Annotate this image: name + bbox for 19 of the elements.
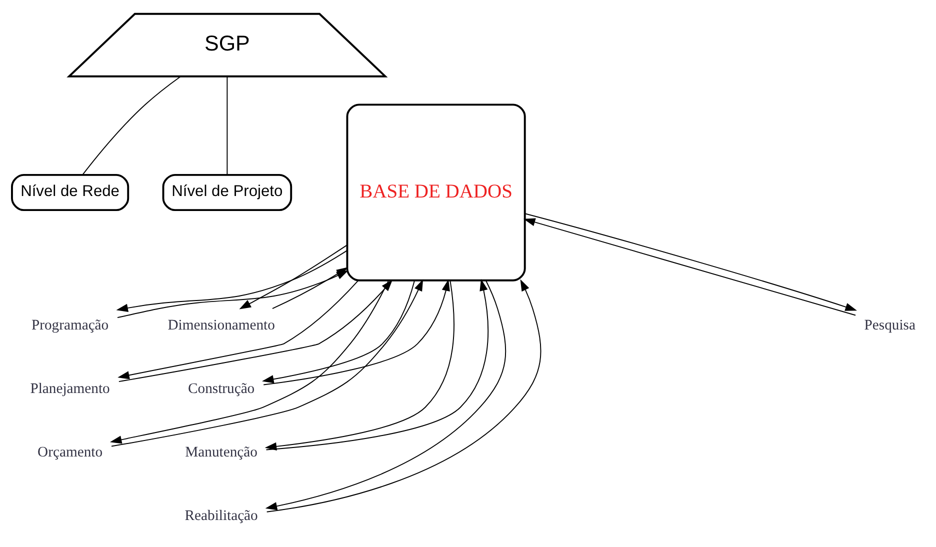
node-text: Programação (31, 317, 109, 334)
arrow (262, 280, 415, 383)
node-text: Construção (188, 380, 255, 397)
connector (226, 76, 228, 175)
node-text: Reabilitação (184, 507, 258, 524)
arrow (264, 279, 454, 450)
node-text: Pesquisa (864, 317, 916, 334)
node-text: Manutenção (185, 444, 258, 460)
arrow (263, 278, 450, 385)
node-box: Nível de Projeto (162, 173, 292, 211)
connector (82, 76, 182, 175)
arrow (118, 280, 359, 379)
node-box: Nível de Rede (11, 173, 130, 211)
node-box: BASE DE DADOS (346, 103, 526, 281)
node-text: Planejamento (30, 380, 110, 397)
node-text: Orçamento (38, 444, 103, 460)
arrow (266, 278, 489, 450)
arrow (118, 279, 393, 382)
node-text: Dimensionamento (168, 317, 275, 334)
